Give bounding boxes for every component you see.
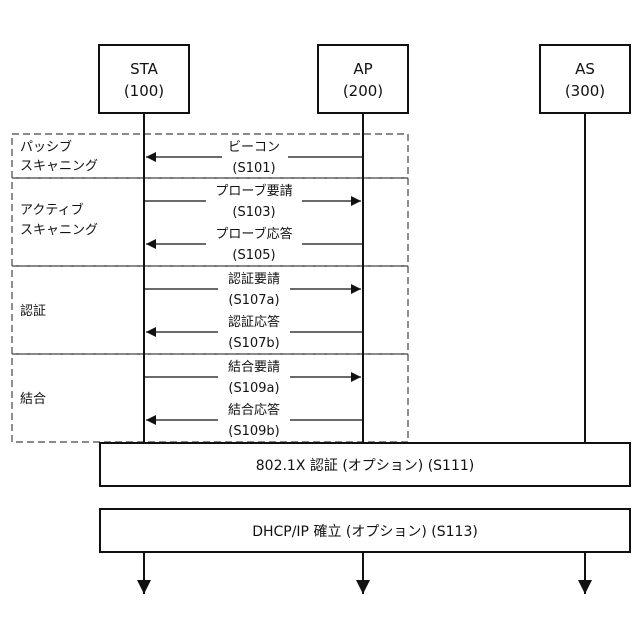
phase-label-line1: アクティブ (20, 202, 84, 218)
phase-box-association (12, 354, 408, 442)
phase-group (12, 134, 408, 442)
message-label: 結合応答 (228, 402, 280, 418)
message-label: プローブ応答 (215, 226, 292, 242)
message-assoc-response: 結合応答 (S109b) (146, 400, 363, 440)
phase-label-line2: スキャニング (20, 223, 98, 238)
message-step: (S107b) (228, 336, 279, 351)
phase-box-authentication (12, 266, 408, 354)
step-label: 802.1X 認証 (オプション) (S111) (256, 458, 474, 474)
entity-id: (200) (343, 82, 383, 100)
step-label: DHCP/IP 確立 (オプション) (S113) (252, 524, 478, 540)
message-probe-response: プローブ応答 (S105) (146, 224, 363, 264)
entity-box (540, 45, 630, 113)
message-step: (S109a) (228, 381, 279, 396)
phase-label-line1: 結合 (20, 392, 46, 407)
message-auth-request: 認証要請 (S107a) (144, 269, 361, 309)
entity-name: AS (575, 60, 595, 78)
message-label: 認証要請 (228, 271, 280, 287)
phase-label-line1: パッシブ (20, 139, 72, 155)
entity-sta: STA (100) (99, 45, 189, 113)
entity-name: STA (130, 60, 159, 78)
message-step: (S103) (232, 205, 275, 220)
phase-labels: パッシブ スキャニング アクティブ スキャニング 認証 結合 (20, 139, 98, 407)
phase-label-line2: スキャニング (20, 159, 98, 174)
message-probe-request: プローブ要請 (S103) (144, 181, 361, 221)
message-label: プローブ要請 (215, 183, 292, 199)
entity-id: (300) (565, 82, 605, 100)
message-step: (S109b) (228, 424, 279, 439)
message-step: (S107a) (228, 293, 279, 308)
message-step: (S105) (232, 248, 275, 263)
step-dhcp-ip: DHCP/IP 確立 (オプション) (S113) (100, 509, 630, 552)
message-label: 認証応答 (228, 314, 280, 330)
entity-box (99, 45, 189, 113)
entity-ap: AP (200) (318, 45, 408, 113)
entity-as: AS (300) (540, 45, 630, 113)
phase-label-line1: 認証 (20, 303, 46, 319)
message-label: ビーコン (228, 140, 280, 155)
step-8021x-auth: 802.1X 認証 (オプション) (S111) (100, 443, 630, 486)
message-beacon: ビーコン (S101) (146, 137, 363, 177)
message-step: (S101) (232, 161, 275, 176)
entity-box (318, 45, 408, 113)
message-label: 結合要請 (228, 360, 280, 375)
message-assoc-request: 結合要請 (S109a) (144, 357, 361, 397)
entity-name: AP (353, 60, 372, 78)
entity-id: (100) (124, 82, 164, 100)
message-auth-response: 認証応答 (S107b) (146, 312, 363, 352)
